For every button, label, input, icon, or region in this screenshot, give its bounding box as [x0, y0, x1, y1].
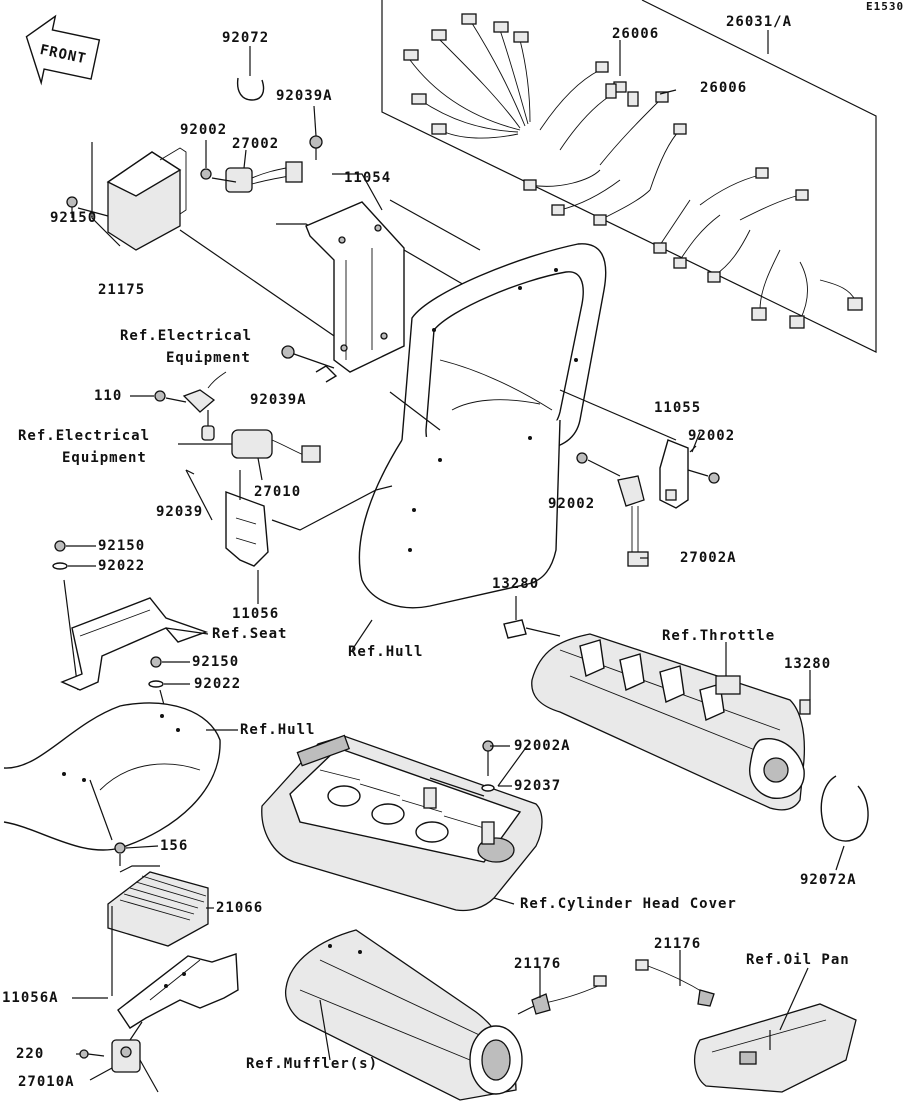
label-ref-seat: Ref.Seat — [212, 626, 287, 642]
label-92039: 92039 — [156, 504, 203, 520]
label-27002: 27002 — [232, 136, 279, 152]
label-92002-mid: 92002 — [548, 496, 595, 512]
label-92072: 92072 — [222, 30, 269, 46]
label-11056: 11056 — [232, 606, 279, 622]
muffler — [284, 929, 523, 1101]
front-arrow-icon: FRONT — [25, 14, 101, 86]
relay-27010A — [79, 1021, 159, 1093]
label-26031A: 26031/A — [726, 14, 792, 30]
label-27010A: 27010A — [18, 1074, 75, 1090]
label-26006-b: 26006 — [700, 80, 747, 96]
label-ref-electrical-1b: Equipment — [166, 350, 251, 366]
bolts-washers-left — [52, 540, 169, 721]
throttle-body — [503, 619, 811, 811]
label-92002-top: 92002 — [180, 122, 227, 138]
label-13280-b: 13280 — [784, 656, 831, 672]
bracket-11054 — [276, 173, 491, 383]
label-92022-b: 92022 — [98, 558, 145, 574]
label-92002-right: 92002 — [688, 428, 735, 444]
clamp-92072A — [820, 775, 869, 842]
label-92039A-top: 92039A — [276, 88, 333, 104]
bracket-11056A — [72, 953, 239, 1029]
label-110: 110 — [94, 388, 122, 404]
diagram-code: E1530 — [866, 0, 904, 13]
label-92150-left: 92150 — [50, 210, 97, 226]
hull-left — [3, 702, 221, 851]
label-26006-a: 26006 — [612, 26, 659, 42]
label-21066: 21066 — [216, 900, 263, 916]
label-11055: 11055 — [654, 400, 701, 416]
label-ref-hull-center: Ref.Hull — [348, 644, 423, 660]
label-ref-electrical-2a: Ref.Electrical — [18, 428, 150, 444]
leader-lines — [66, 30, 845, 1081]
label-11054: 11054 — [344, 170, 391, 186]
label-27002A: 27002A — [680, 550, 737, 566]
ecu-box — [91, 142, 341, 341]
label-ref-cylinder-head-cover: Ref.Cylinder Head Cover — [520, 896, 737, 912]
bolt-92039A-mid — [281, 345, 335, 369]
label-92072A: 92072A — [800, 872, 857, 888]
label-ref-electrical-1a: Ref.Electrical — [120, 328, 252, 344]
seat-bracket — [60, 597, 209, 691]
label-27010: 27010 — [254, 484, 301, 500]
part-labels: E1530 92072 92039A 92002 27002 92150 211… — [2, 0, 904, 1090]
label-ref-muffler: Ref.Muffler(s) — [246, 1056, 378, 1072]
bolt-92150-left — [66, 196, 109, 218]
sensor-21176-b — [635, 959, 715, 1007]
label-92039A-mid: 92039A — [250, 392, 307, 408]
label-220: 220 — [16, 1046, 44, 1062]
label-ref-oil-pan: Ref.Oil Pan — [746, 952, 850, 968]
wiring-harness-group — [381, 0, 877, 353]
sensor-21176-a — [517, 975, 607, 1015]
label-21175: 21175 — [98, 282, 145, 298]
relay-27002 — [200, 135, 323, 193]
clamp-92072 — [236, 77, 265, 101]
label-156: 156 — [160, 838, 188, 854]
hull-access-frame — [358, 243, 607, 609]
cylinder-head-cover — [261, 734, 543, 912]
relay-27010-group — [154, 371, 393, 567]
label-92037: 92037 — [514, 778, 561, 794]
label-ref-electrical-2b: Equipment — [62, 450, 147, 466]
label-92022-c: 92022 — [194, 676, 241, 692]
label-21176-b: 21176 — [654, 936, 701, 952]
label-92002A: 92002A — [514, 738, 571, 754]
label-ref-throttle: Ref.Throttle — [662, 628, 775, 644]
label-21176-a: 21176 — [514, 956, 561, 972]
label-92150-b: 92150 — [98, 538, 145, 554]
regulator-21066 — [107, 842, 209, 996]
label-92150-c: 92150 — [192, 654, 239, 670]
relay-27002A — [576, 439, 720, 567]
label-13280-a: 13280 — [492, 576, 539, 592]
label-ref-hull-left: Ref.Hull — [240, 722, 315, 738]
label-11056A: 11056A — [2, 990, 59, 1006]
oil-pan — [694, 1003, 857, 1093]
